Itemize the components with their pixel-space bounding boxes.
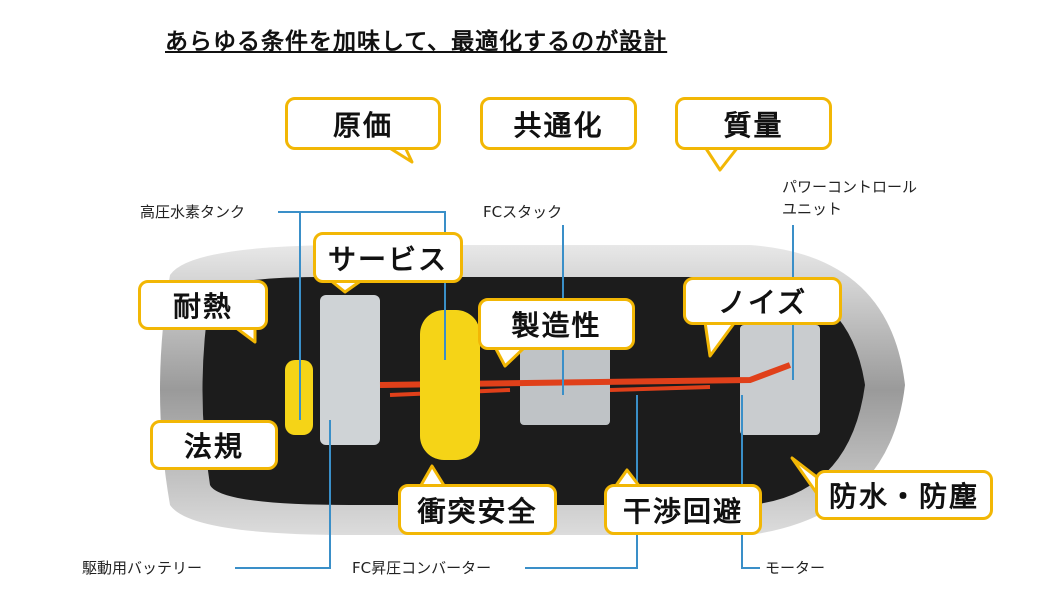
callout-crash-safety: 衝突安全: [398, 484, 557, 535]
label-motor: モーター: [765, 559, 826, 577]
label-fc-converter: FC昇圧コンバーター: [352, 559, 492, 577]
callout-service: サービス: [313, 232, 463, 283]
callout-waterproof: 防水・防塵: [815, 470, 993, 520]
callout-commonization: 共通化: [480, 97, 637, 150]
callout-mass: 質量: [675, 97, 832, 150]
callout-noise: ノイズ: [683, 277, 842, 325]
label-hydrogen-tank: 高圧水素タンク: [140, 203, 246, 221]
callout-regulation: 法規: [150, 420, 278, 470]
label-pcu-line2: ユニット: [782, 200, 843, 218]
callout-cost: 原価: [285, 97, 441, 150]
callout-interference: 干渉回避: [604, 484, 762, 535]
callout-manufacturability: 製造性: [478, 298, 635, 350]
label-battery: 駆動用バッテリー: [82, 559, 203, 577]
label-fc-stack: FCスタック: [483, 203, 563, 221]
page-title: あらゆる条件を加味して、最適化するのが設計: [165, 29, 668, 55]
callout-heat: 耐熱: [138, 280, 268, 330]
label-pcu-line1: パワーコントロール: [782, 178, 918, 196]
